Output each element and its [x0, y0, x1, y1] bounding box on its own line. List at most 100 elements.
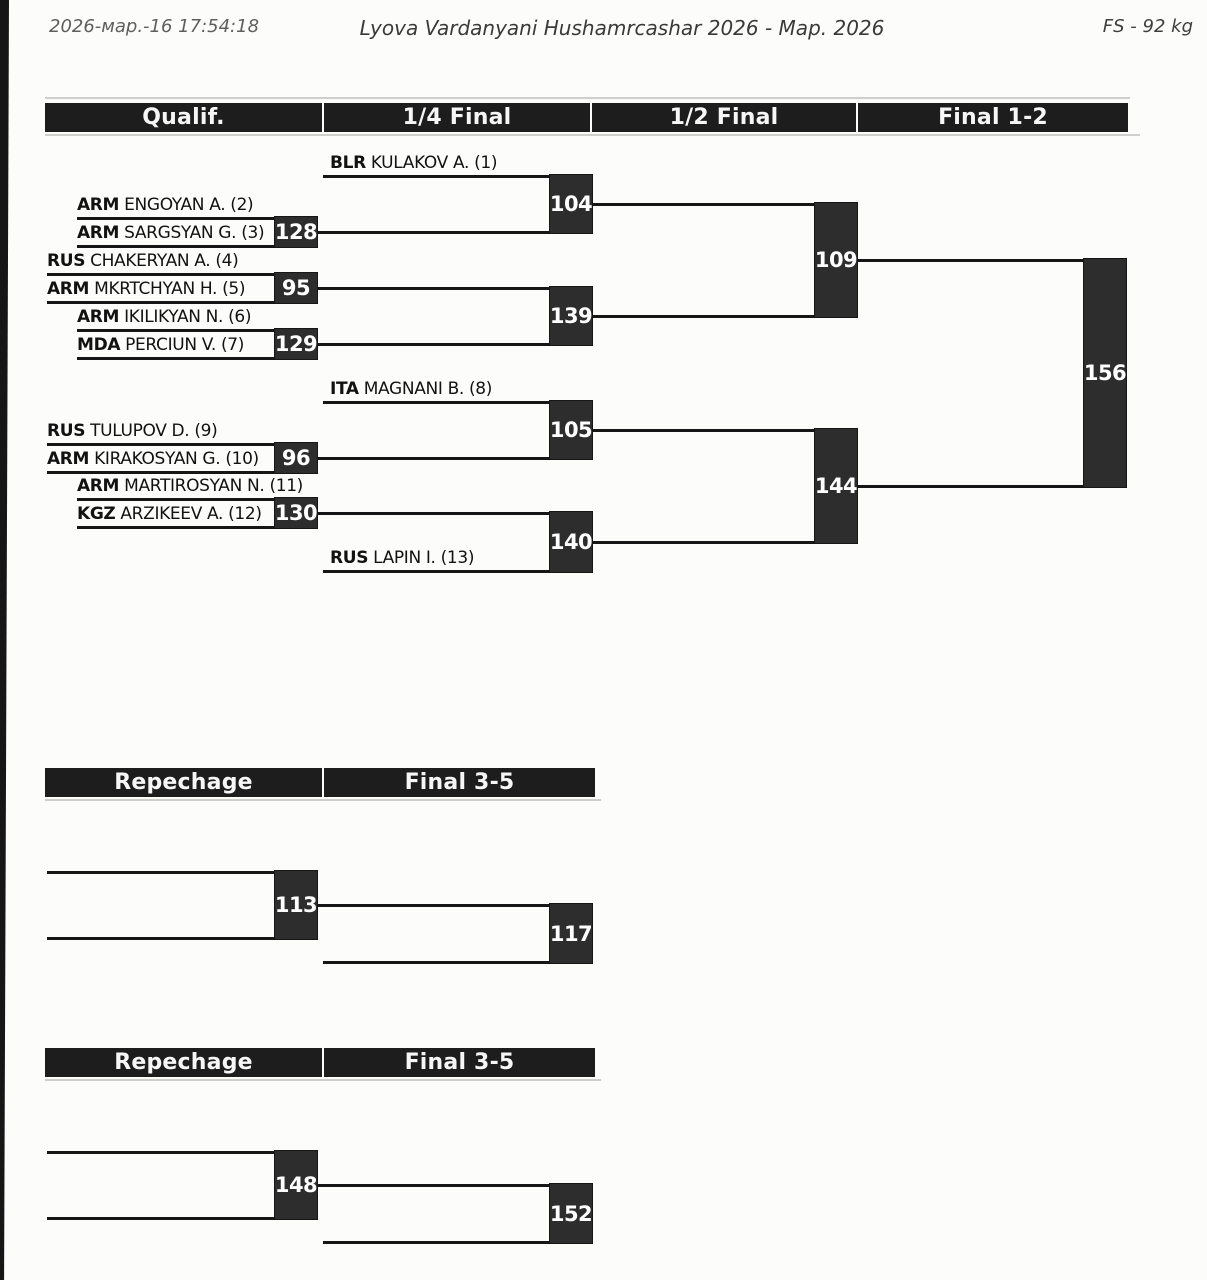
- winner-line: [318, 904, 549, 907]
- match-152-box: 152: [549, 1183, 593, 1244]
- winner-line: [318, 512, 549, 515]
- match-144-box: 144: [814, 428, 858, 544]
- entrant-line: [323, 570, 549, 573]
- entrant-name: MARTIROSYAN N. (11): [124, 476, 303, 496]
- tournament-title: Lyova Vardanyani Hushamrcashar 2026 - Ма…: [359, 16, 885, 40]
- country-code: RUS: [47, 421, 86, 441]
- country-code: RUS: [330, 548, 369, 568]
- match-95-box: 95: [274, 272, 318, 304]
- match-128-box: 128: [274, 216, 318, 248]
- weight-category: FS - 92 kg: [1102, 16, 1193, 37]
- country-code: ITA: [330, 379, 359, 399]
- winner-line: [593, 315, 815, 318]
- country-code: ARM: [47, 449, 90, 469]
- match-148-box: 148: [274, 1150, 318, 1220]
- entrant-line: [47, 1217, 274, 1220]
- print-timestamp: 2026-мар.-16 17:54:18: [49, 16, 260, 37]
- match-139-box: 139: [549, 286, 593, 346]
- entrant-name: SARGSYAN G. (3): [124, 223, 265, 243]
- match-109-box: 109: [814, 202, 858, 318]
- entrant-line: [77, 526, 274, 529]
- entrant-line: [77, 357, 274, 360]
- country-code: RUS: [47, 251, 86, 271]
- winner-line: [318, 1184, 549, 1187]
- page-edge-scan-artifact: [0, 0, 9, 1280]
- entrant-name: PERCIUN V. (7): [125, 335, 244, 355]
- match-129-box: 129: [274, 328, 318, 360]
- entrant-line: [47, 301, 274, 304]
- entrant-line: [47, 443, 274, 446]
- match-113-box: 113: [274, 870, 318, 940]
- entrant-name: LAPIN I. (13): [373, 548, 475, 568]
- repechage-header-1: Repechage: [45, 768, 322, 797]
- final35-header-1: Final 3-5: [324, 768, 595, 797]
- country-code: ARM: [77, 223, 120, 243]
- header-top-rule: [45, 97, 1130, 99]
- match-96-box: 96: [274, 442, 318, 474]
- entrant-line: [47, 871, 274, 874]
- winner-line: [593, 429, 815, 432]
- winner-line: [593, 541, 815, 544]
- match-105-box: 105: [549, 400, 593, 460]
- repechage-header-2: Repechage: [45, 1048, 322, 1077]
- header-bottom-rule: [45, 799, 601, 801]
- entrant-line: [47, 273, 274, 276]
- winner-line: [858, 259, 1083, 262]
- winner-line: [593, 203, 815, 206]
- country-code: KGZ: [77, 504, 116, 524]
- winner-line: [318, 231, 549, 234]
- final35-header-2: Final 3-5: [324, 1048, 595, 1077]
- country-code: ARM: [77, 307, 120, 327]
- entrant-name: TULUPOV D. (9): [90, 421, 218, 441]
- entrant-line: [47, 937, 274, 940]
- entrant-line: [323, 401, 549, 404]
- entrant-name: ENGOYAN A. (2): [124, 195, 254, 215]
- country-code: MDA: [77, 335, 121, 355]
- entrant-name: ARZIKEEV A. (12): [120, 504, 262, 524]
- entrant-name: MKRTCHYAN H. (5): [94, 279, 246, 299]
- round-header-semifinal: 1/2 Final: [592, 103, 856, 132]
- round-header-qualification: Qualif.: [45, 103, 322, 132]
- country-code: ARM: [77, 195, 120, 215]
- match-117-box: 117: [549, 903, 593, 964]
- entrant-line: [77, 217, 274, 220]
- entrant-line: [47, 471, 274, 474]
- match-156-box: 156: [1083, 258, 1127, 488]
- winner-line: [318, 457, 549, 460]
- entrant-line: [323, 1241, 549, 1244]
- header-bottom-rule: [45, 1079, 601, 1081]
- entrant-name: MAGNANI B. (8): [363, 379, 493, 399]
- entrant-name: KULAKOV A. (1): [370, 153, 498, 173]
- entrant-line: [77, 329, 274, 332]
- entrant-line: [77, 245, 274, 248]
- round-header-final: Final 1-2: [858, 103, 1128, 132]
- entrant-name: KIRAKOSYAN G. (10): [94, 449, 259, 469]
- match-104-box: 104: [549, 174, 593, 234]
- country-code: BLR: [330, 153, 366, 173]
- entrant-line: [77, 498, 274, 501]
- winner-line: [318, 287, 549, 290]
- entrant-name: IKILIKYAN N. (6): [124, 307, 252, 327]
- country-code: ARM: [77, 476, 120, 496]
- entrant-line: [323, 175, 549, 178]
- entrant-name: CHAKERYAN A. (4): [90, 251, 239, 271]
- header-bottom-rule: [45, 134, 1140, 136]
- winner-line: [858, 485, 1083, 488]
- entrant-line: [47, 1151, 274, 1154]
- round-header-quarterfinal: 1/4 Final: [324, 103, 590, 132]
- winner-line: [318, 343, 549, 346]
